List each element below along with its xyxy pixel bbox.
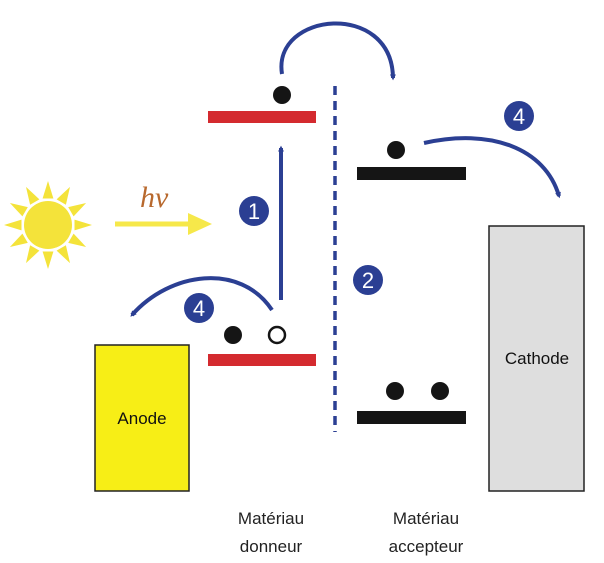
acceptor-material-label-line1: Matériau [393, 509, 459, 528]
electron-to-cathode-arrow [423, 136, 561, 199]
step-badge-4-anode-label: 4 [193, 296, 205, 321]
sun-ray [56, 186, 70, 205]
donor-material-label-line1: Matériau [238, 509, 304, 528]
acceptor-material-label-line2: accepteur [389, 537, 464, 556]
step-badge-4-anode: 4 [184, 293, 214, 323]
cathode-electrode [488, 225, 585, 492]
acceptor-lumo-level [357, 167, 466, 180]
photon-energy-label: hν [140, 181, 169, 214]
sun-ray [42, 251, 54, 269]
sun-ray [56, 245, 70, 264]
electron-acceptor-homo-1 [386, 382, 404, 400]
anode-label: Anode [117, 409, 166, 428]
sun-ray [26, 245, 40, 264]
sun-icon [4, 181, 92, 269]
anode-electrode [94, 344, 190, 492]
sun-ray [26, 186, 40, 205]
donor-lumo-level [208, 111, 316, 123]
sun-rays [4, 181, 92, 269]
step-badge-1: 1 [239, 196, 269, 226]
step-badge-2-label: 2 [362, 268, 374, 293]
step-badge-2: 2 [353, 265, 383, 295]
donor-material-label-line2: donneur [240, 537, 303, 556]
electron-donor-lumo [273, 86, 291, 104]
incident-light-arrow [115, 213, 212, 235]
sun-core [24, 201, 72, 249]
cathode-label: Cathode [505, 349, 569, 368]
sun-ray [68, 203, 87, 217]
hole-donor-homo [267, 325, 287, 345]
sun-ray [9, 203, 28, 217]
electron-acceptor-homo-2 [431, 382, 449, 400]
sun-ray [68, 233, 87, 247]
acceptor-homo-level [357, 411, 466, 424]
electron-acceptor-lumo [387, 141, 405, 159]
donor-homo-level [208, 354, 316, 366]
step-badge-4-cathode-label: 4 [513, 104, 525, 129]
sun-ray [4, 219, 22, 231]
step-badge-1-label: 1 [248, 199, 260, 224]
electron-donor-homo [224, 326, 242, 344]
electron-transfer-arrow [279, 21, 396, 81]
sun-ray [74, 219, 92, 231]
sun-ray [42, 181, 54, 199]
sun-ray [9, 233, 28, 247]
step-badge-4-cathode: 4 [504, 101, 534, 131]
hole-to-anode-arrow [130, 276, 274, 317]
